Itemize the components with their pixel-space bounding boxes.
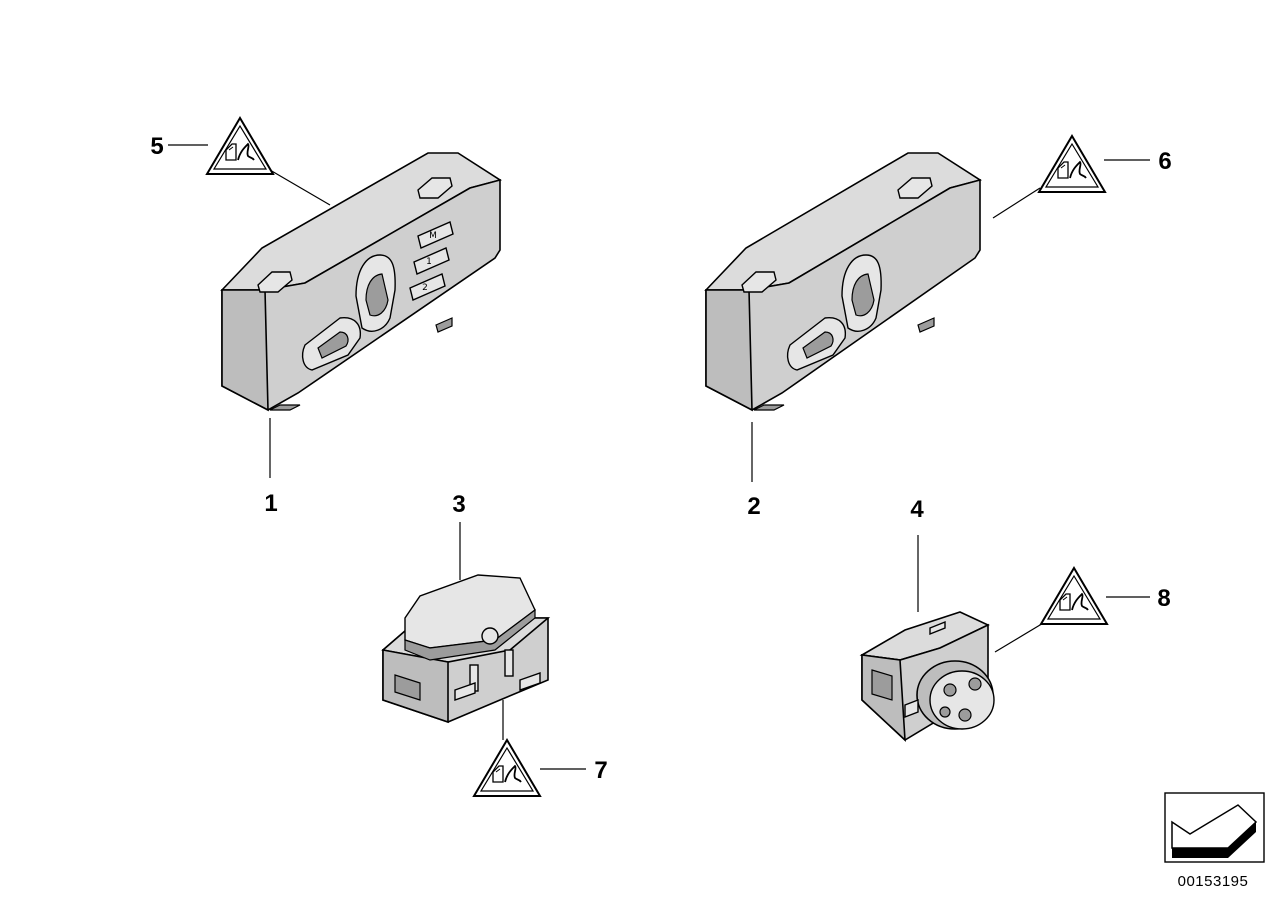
warning-triangle-icon [473, 739, 541, 797]
callout-6: 6 [1158, 148, 1171, 175]
arrow-icon [1171, 804, 1258, 858]
callout-1: 1 [264, 490, 277, 517]
callout-8: 8 [1157, 585, 1170, 612]
callout-5: 5 [150, 133, 163, 160]
leader-lines [168, 144, 1150, 770]
part-3-push-switch [381, 574, 551, 724]
reference-box [1164, 792, 1265, 863]
part-2-seat-switch [704, 152, 982, 412]
callout-3: 3 [452, 491, 465, 518]
memory-key-m: M [429, 231, 437, 241]
warning-triangle-icon [1040, 567, 1108, 625]
warning-triangle-icon [1038, 135, 1106, 193]
memory-key-2: 2 [422, 283, 428, 293]
part-4-rotary-switch [859, 611, 995, 742]
reference-number: 00153195 [1178, 873, 1249, 890]
part-1-seat-switch-memory: M 1 2 [220, 152, 502, 412]
callout-2: 2 [747, 493, 760, 520]
callout-4: 4 [910, 496, 924, 523]
callout-7: 7 [594, 757, 607, 784]
memory-key-1: 1 [426, 257, 432, 267]
warning-triangle-icon [206, 117, 274, 175]
